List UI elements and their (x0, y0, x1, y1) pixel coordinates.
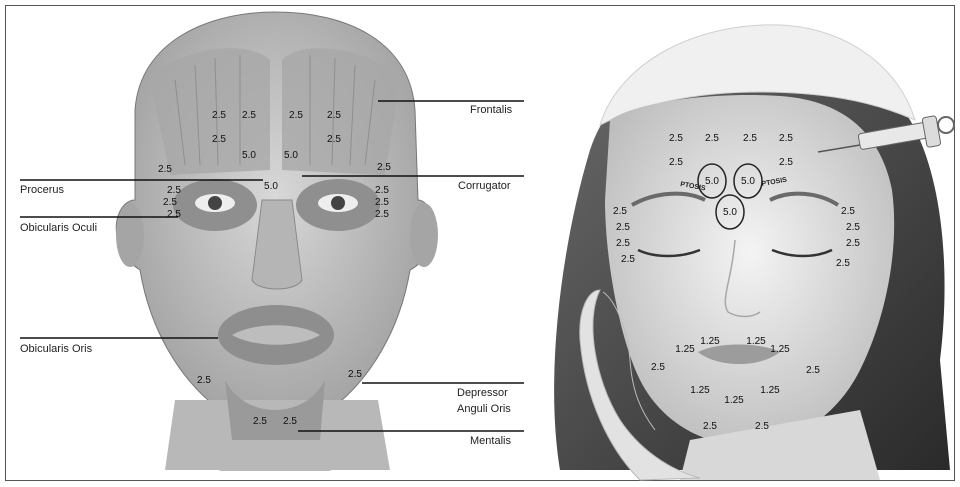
frontalis-label: Frontalis (470, 104, 512, 116)
photo-dose-label: 2.5 (846, 222, 860, 233)
photo-dose-label: 2.5 (779, 133, 793, 144)
photo-dose-label: 2.5 (846, 238, 860, 249)
photo-dose-label: 2.5 (705, 133, 719, 144)
depressor-label-line1: Depressor (457, 387, 508, 399)
depressor-label-line2: Anguli Oris (457, 403, 511, 415)
photo-dose-label: 2.5 (616, 222, 630, 233)
photo-dose-label: 2.5 (669, 133, 683, 144)
photo-dose-label: 2.5 (806, 365, 820, 376)
procerus-label: Procerus (20, 184, 64, 196)
photo-dose-label: 1.25 (770, 344, 790, 355)
photo-dose-label: 2.5 (616, 238, 630, 249)
photo-dose-label: 2.5 (755, 421, 769, 432)
photo-dose-label: 2.5 (743, 133, 757, 144)
photo-dose-label: 1.25 (690, 385, 710, 396)
photo-dose-label: 1.25 (724, 395, 744, 406)
photo-dose-label: 1.25 (760, 385, 780, 396)
photo-dose-label: 2.5 (841, 206, 855, 217)
photo-dose-label: 2.5 (651, 362, 665, 373)
photo-dose-label: 5.0 (723, 207, 737, 218)
photo-dose-label: 2.5 (621, 254, 635, 265)
corrugator-label: Corrugator (458, 180, 511, 192)
photo-dose-label: 5.0 (705, 176, 719, 187)
photo-dose-label: 2.5 (779, 157, 793, 168)
photo-dose-label: 2.5 (703, 421, 717, 432)
orbicularis-oris-label: Obicularis Oris (20, 343, 92, 355)
photo-dose-label: 2.5 (669, 157, 683, 168)
mentalis-label: Mentalis (470, 435, 511, 447)
orbicularis-oculi-label: Obicularis Oculi (20, 222, 97, 234)
photo-dose-label: 1.25 (700, 336, 720, 347)
photo-dose-label: 2.5 (613, 206, 627, 217)
photo-dose-label: 1.25 (675, 344, 695, 355)
photo-dose-label: 1.25 (746, 336, 766, 347)
photo-dose-label: 5.0 (741, 176, 755, 187)
photo-dose-label: 2.5 (836, 258, 850, 269)
